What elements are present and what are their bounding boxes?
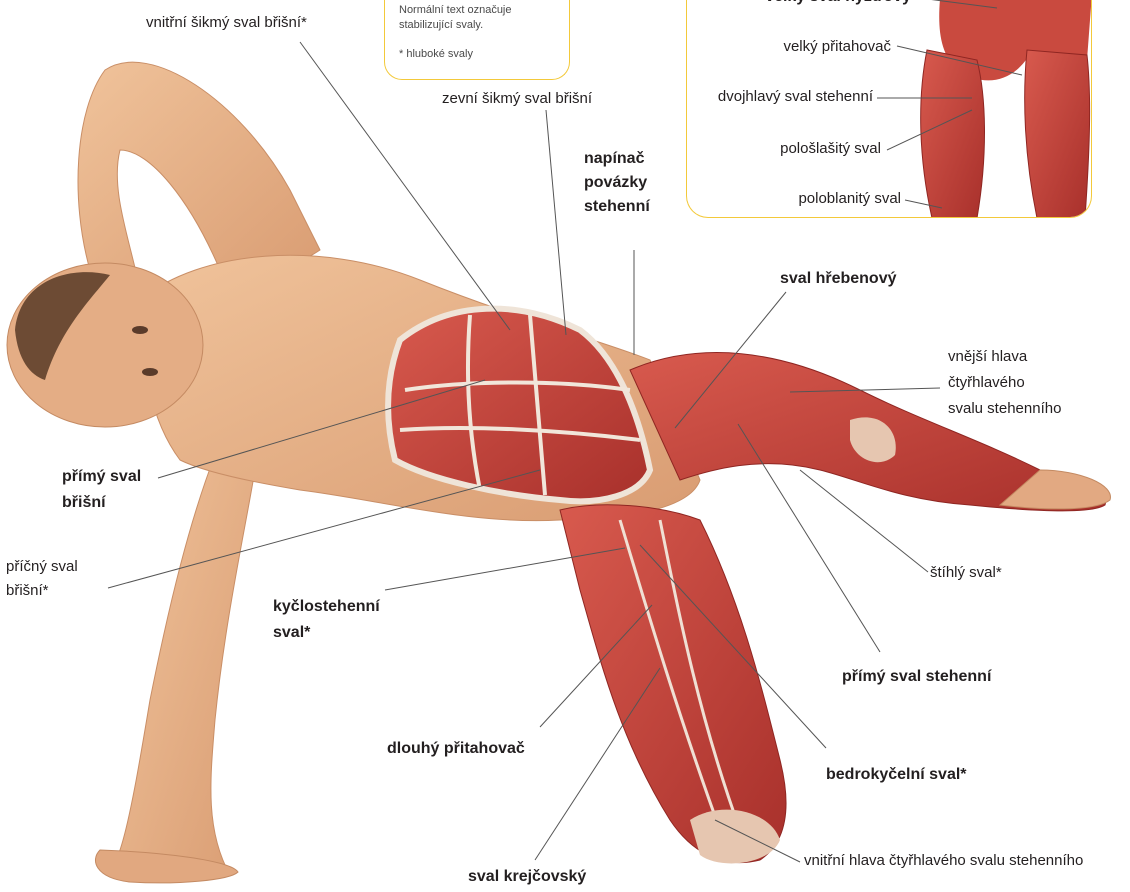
inset-hamstrings: velký sval hýžďový velký přitahovač dvoj…: [686, 0, 1092, 218]
label-iliopsoas-1: kyčlostehenní: [273, 596, 380, 618]
lower-leg: [560, 505, 786, 863]
label-external-oblique: zevní šikmý sval břišní: [442, 88, 592, 110]
inset-illustration: [687, 0, 1092, 218]
label-vastus-lateralis-3: svalu stehenního: [948, 398, 1061, 420]
label-pectineus: sval hřebenový: [780, 268, 897, 290]
label-vastus-medialis: vnitřní hlava čtyřhlavého svalu stehenní…: [804, 850, 1083, 872]
eye: [132, 326, 148, 334]
label-transversus-1: příčný sval: [6, 556, 78, 578]
label-gluteus: velký sval hýžďový: [765, 0, 911, 8]
note-line-2: stabilizující svaly.: [399, 19, 483, 31]
label-semimembranosus: poloblanitý sval: [798, 188, 901, 210]
label-tfl-1: napínač: [584, 148, 644, 170]
label-rectus-femoris: přímý sval stehenní: [842, 666, 991, 688]
label-biceps-femoris: dvojhlavý sval stehenní: [718, 86, 873, 108]
label-rectus-abdominis-2: břišní: [62, 492, 106, 514]
label-adductor-magnus: velký přitahovač: [783, 36, 891, 58]
label-vastus-lateralis-2: čtyřhlavého: [948, 372, 1025, 394]
label-transversus-2: břišní*: [6, 580, 49, 602]
label-vastus-lateralis-1: vnější hlava: [948, 346, 1027, 368]
supporting-arm: [119, 455, 255, 876]
label-sartorius: sval krejčovský: [468, 866, 586, 888]
label-gracilis: štíhlý sval*: [930, 562, 1002, 584]
label-obturator: bedrokyčelní sval*: [826, 764, 967, 786]
label-adductor-longus: dlouhý přitahovač: [387, 738, 525, 760]
label-tfl-3: stehenní: [584, 196, 650, 218]
note-line-1: Normální text označuje: [399, 4, 512, 16]
note-footnote: * hluboké svaly: [399, 48, 473, 60]
label-semitendinosus: pološlašitý sval: [780, 138, 881, 160]
eye: [142, 368, 158, 376]
abdominal-muscles: [388, 309, 650, 502]
label-internal-oblique: vnitřní šikmý sval břišní*: [146, 12, 307, 34]
label-rectus-abdominis-1: přímý sval: [62, 466, 141, 488]
legend-note: Normální text označuje stabilizující sva…: [384, 0, 570, 80]
label-tfl-2: povázky: [584, 172, 647, 194]
label-iliopsoas-2: sval*: [273, 622, 310, 644]
